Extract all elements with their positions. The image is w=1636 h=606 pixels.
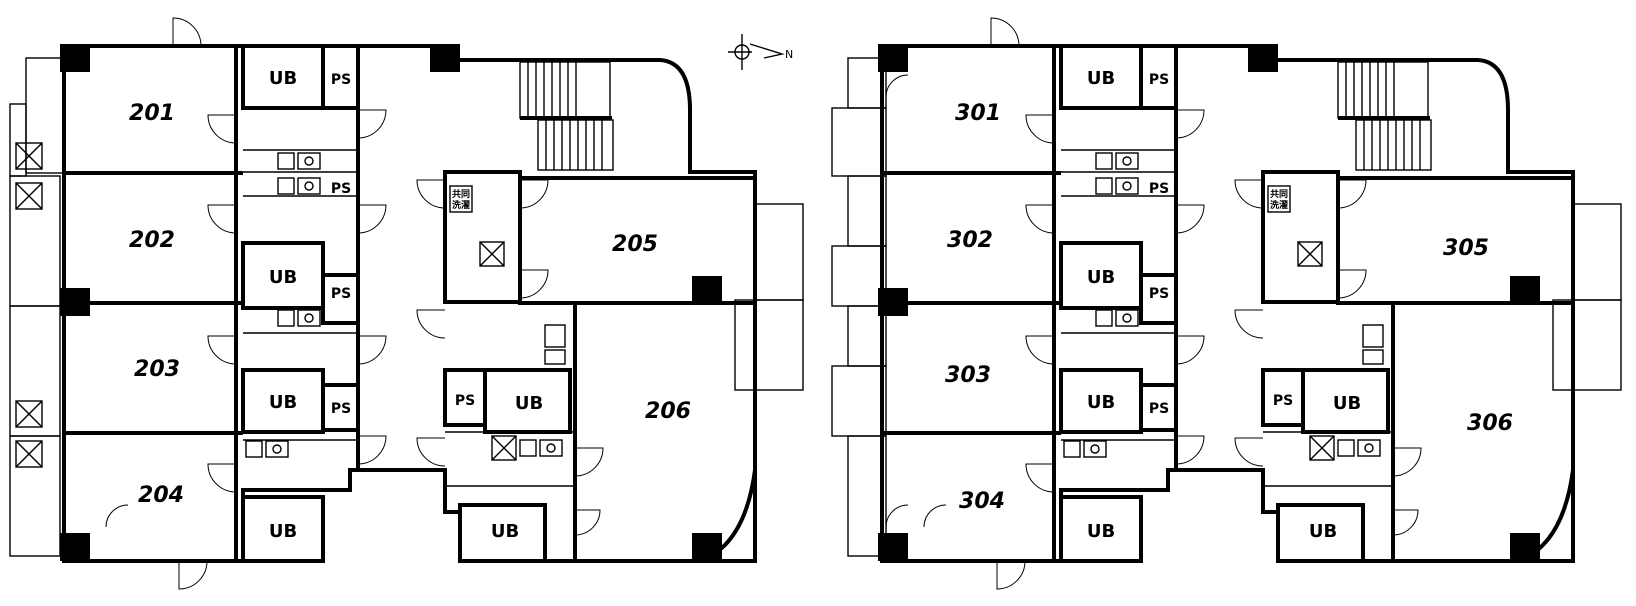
room-label-305: 305	[1443, 236, 1489, 261]
room-label-303: 303	[945, 363, 991, 388]
ps-label: PS	[331, 401, 351, 417]
kitchen-fixture-icon	[1063, 152, 1384, 458]
ps-label: PS	[1149, 286, 1169, 302]
ub-label: UB	[269, 392, 297, 413]
laundry-label-line2: 洗濯	[452, 199, 470, 211]
ps-label: PS	[1149, 181, 1169, 197]
ub-label: UB	[1087, 392, 1115, 413]
floor-plan-3f: 301 302 303 304 305 306 UB UB UB UB UB U…	[831, 17, 1622, 590]
ps-label: PS	[1149, 401, 1169, 417]
floor-plan-2f: 201 202 203 204 205 206 UB UB UB UB UB U…	[9, 17, 804, 590]
ps-label: PS	[455, 393, 475, 409]
ps-label: PS	[331, 181, 351, 197]
door-swing-icon	[105, 17, 604, 590]
shared-laundry: 共同 洗濯	[449, 185, 473, 213]
room-label-201: 201	[129, 101, 175, 126]
staircase-icon	[519, 61, 614, 171]
ac-unit-icon	[15, 142, 43, 468]
room-label-306: 306	[1467, 411, 1513, 436]
shared-laundry: 共同 洗濯	[1267, 185, 1291, 213]
ub-label: UB	[515, 393, 543, 414]
ps-label: PS	[331, 286, 351, 302]
ub-label: UB	[1087, 267, 1115, 288]
ps-label: PS	[1149, 72, 1169, 88]
laundry-label-line1: 共同	[1270, 188, 1288, 200]
laundry-label-line1: 共同	[452, 188, 470, 200]
ub-label: UB	[1087, 521, 1115, 542]
ub-label: UB	[491, 521, 519, 542]
room-label-304: 304	[959, 489, 1005, 514]
compass-north-mark: N	[785, 48, 793, 61]
room-label-202: 202	[129, 228, 175, 253]
staircase-icon	[1337, 61, 1432, 171]
ps-label: PS	[331, 72, 351, 88]
ps-label: PS	[1273, 393, 1293, 409]
balcony-left	[9, 57, 65, 557]
ub-label: UB	[1333, 393, 1361, 414]
room-label-302: 302	[947, 228, 993, 253]
room-label-206: 206	[645, 399, 691, 424]
room-label-203: 203	[134, 357, 180, 382]
laundry-label-line2: 洗濯	[1270, 199, 1288, 211]
ub-label: UB	[269, 521, 297, 542]
kitchen-fixture-icon	[245, 152, 566, 458]
ub-label: UB	[1309, 521, 1337, 542]
door-swing-icon	[885, 17, 1422, 590]
ub-label: UB	[269, 267, 297, 288]
ub-label: UB	[1087, 68, 1115, 89]
room-label-301: 301	[955, 101, 1001, 126]
room-label-205: 205	[612, 232, 658, 257]
room-label-204: 204	[138, 483, 184, 508]
balcony-left	[831, 57, 887, 557]
compass-icon: N	[728, 34, 793, 70]
ub-label: UB	[269, 68, 297, 89]
